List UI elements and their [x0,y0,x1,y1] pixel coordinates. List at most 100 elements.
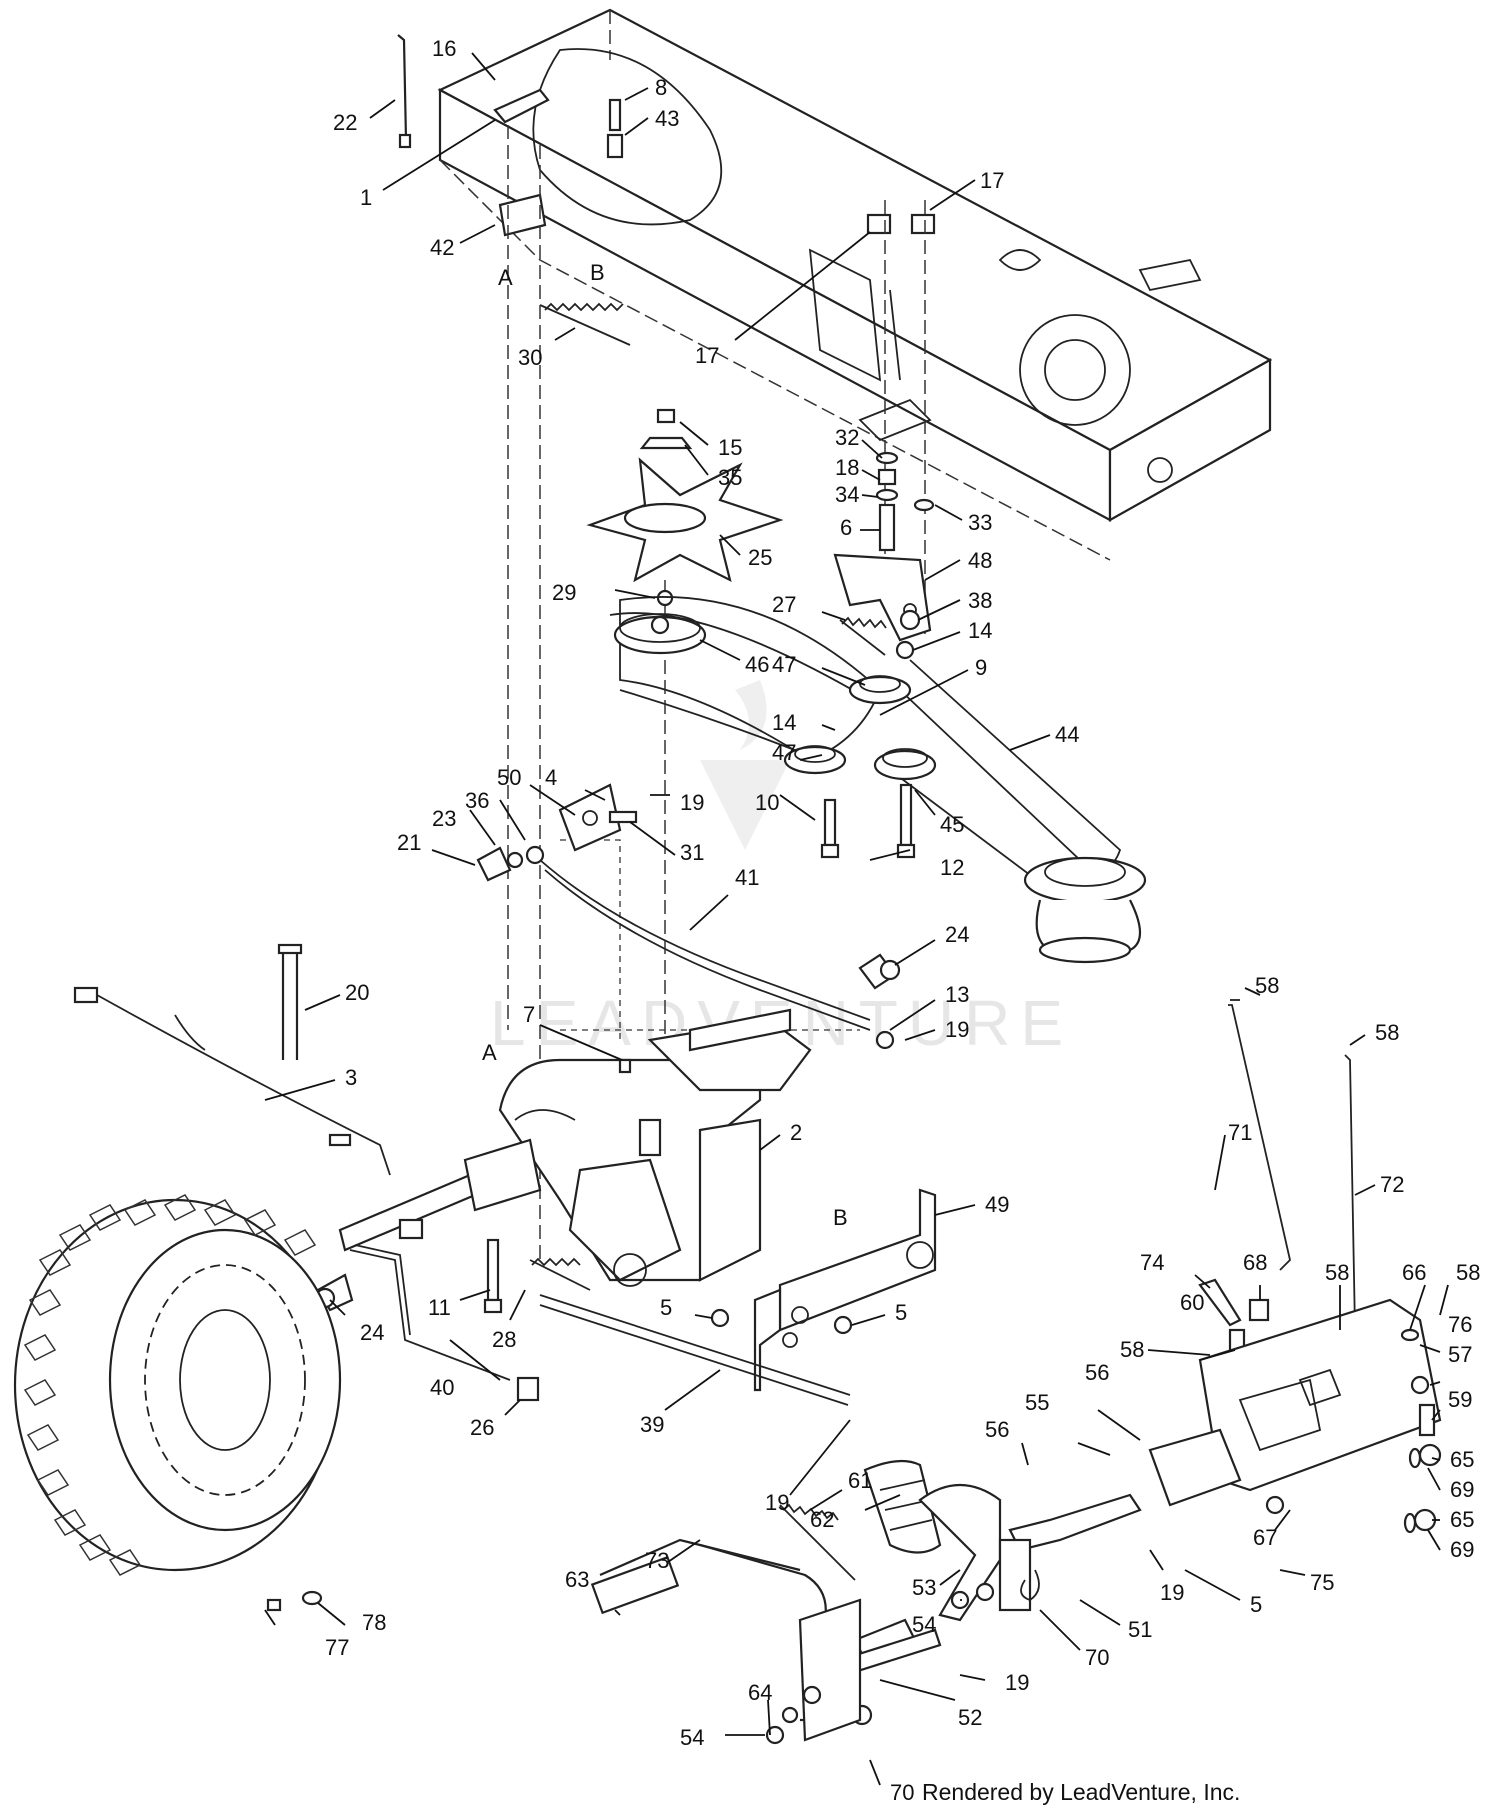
callout-19a: 19 [680,790,704,815]
callout-58d: 58 [1456,1260,1480,1285]
callout-22: 22 [333,110,357,135]
callout-58a: 58 [1255,973,1279,998]
callout-31: 31 [680,840,704,865]
callout-20: 20 [345,980,369,1005]
transaxle-2 [498,1008,812,1287]
callout-68: 68 [1243,1250,1267,1275]
callout-4: 4 [545,765,557,790]
rear-tire [13,1194,342,1576]
callout-76: 76 [1448,1312,1472,1337]
pulley-45 [873,748,937,781]
rod-71 [1228,999,1291,1271]
callout-57: 57 [1448,1342,1472,1367]
callout-63: 63 [565,1567,589,1592]
bolt-7 [618,1058,632,1074]
bolt-12 [896,783,916,859]
callout-69b: 69 [1450,1537,1474,1562]
callout-50: 50 [497,765,521,790]
chassis-frame [437,8,1273,561]
callout-21: 21 [397,830,421,855]
rod-41 [539,859,871,1031]
callout-3: 3 [345,1065,357,1090]
bracket-lower [798,1598,862,1742]
callout-49: 49 [985,1192,1009,1217]
callout-7: 7 [523,1002,535,1027]
callout-26: 26 [470,1415,494,1440]
callout-36: 36 [465,788,489,813]
pedal-frame-75 [1148,1298,1442,1507]
callout-14a: 14 [968,618,992,643]
callout-77: 77 [325,1635,349,1660]
callout-30: 30 [518,345,542,370]
spring-59 [1418,1403,1436,1437]
callout-66: 66 [1402,1260,1426,1285]
watermark: LEADVENTURE [490,680,1063,1059]
leader-lines [264,52,1449,1786]
spring-30 [539,302,631,346]
callout-38: 38 [968,588,992,613]
axle-shaft [338,1138,542,1252]
bracket-42 [498,193,547,237]
callout-60: 60 [1180,1290,1204,1315]
cable-ties-20 [277,943,303,1060]
callout-10: 10 [755,790,779,815]
callout-40: 40 [430,1375,454,1400]
callout-70b: 70 [890,1780,914,1805]
rod-40 [349,1244,511,1381]
callout-14b: 14 [772,710,796,735]
callout-61: 61 [848,1468,872,1493]
callout-74: 74 [1140,1250,1164,1275]
lever-74 [1198,1278,1270,1327]
callout-58c: 58 [1325,1260,1349,1285]
ref-letter-a-top: A [498,265,513,290]
bushing-24-top [858,953,901,990]
callout-53: 53 [912,1575,936,1600]
callout-18: 18 [835,455,859,480]
callout-8: 8 [655,75,667,100]
ref-letter-b-top: B [590,260,605,285]
callout-41: 41 [735,865,759,890]
idler-pulley-9 [848,675,912,705]
spring-26 [516,1376,540,1402]
callout-73: 73 [645,1548,669,1573]
callout-59: 59 [1448,1387,1472,1412]
callout-47b: 47 [772,740,796,765]
callouts: 16 22 1 8 43 42 30 17 17 15 35 25 29 32 … [325,36,1480,1805]
callout-12: 12 [940,855,964,880]
washers-65-69 [1403,1443,1442,1534]
callout-52: 52 [958,1705,982,1730]
callout-56a: 56 [1085,1360,1109,1385]
callout-45: 45 [940,812,964,837]
spring-rod-22 [397,34,412,149]
callout-55: 55 [1025,1390,1049,1415]
callout-65b: 65 [1450,1507,1474,1532]
bracket-1 [493,88,550,124]
hub-bolt-77 [266,1590,323,1612]
callout-24b: 24 [360,1320,384,1345]
callout-19b: 19 [945,1017,969,1042]
callout-54b: 54 [680,1725,704,1750]
callout-6: 6 [840,515,852,540]
fan-25 [586,457,784,583]
callout-25: 25 [748,545,772,570]
callout-17b: 17 [695,343,719,368]
wire-harness-3 [73,986,391,1176]
rod-72 [1344,1054,1381,1346]
clip-21 [476,846,512,882]
callout-67: 67 [1253,1525,1277,1550]
callout-56b: 56 [985,1417,1009,1442]
callout-54a: 54 [912,1612,936,1637]
callout-29: 29 [552,580,576,605]
callout-11: 11 [428,1295,451,1320]
callout-34: 34 [835,482,859,507]
callout-32: 32 [835,425,859,450]
bracket-49 [753,1188,937,1392]
callout-71: 71 [1228,1120,1252,1145]
callout-1: 1 [360,185,372,210]
callout-27: 27 [772,592,796,617]
callout-28: 28 [492,1327,516,1352]
spring-27 [839,616,887,656]
callout-9: 9 [975,655,987,680]
callout-42: 42 [430,235,454,260]
